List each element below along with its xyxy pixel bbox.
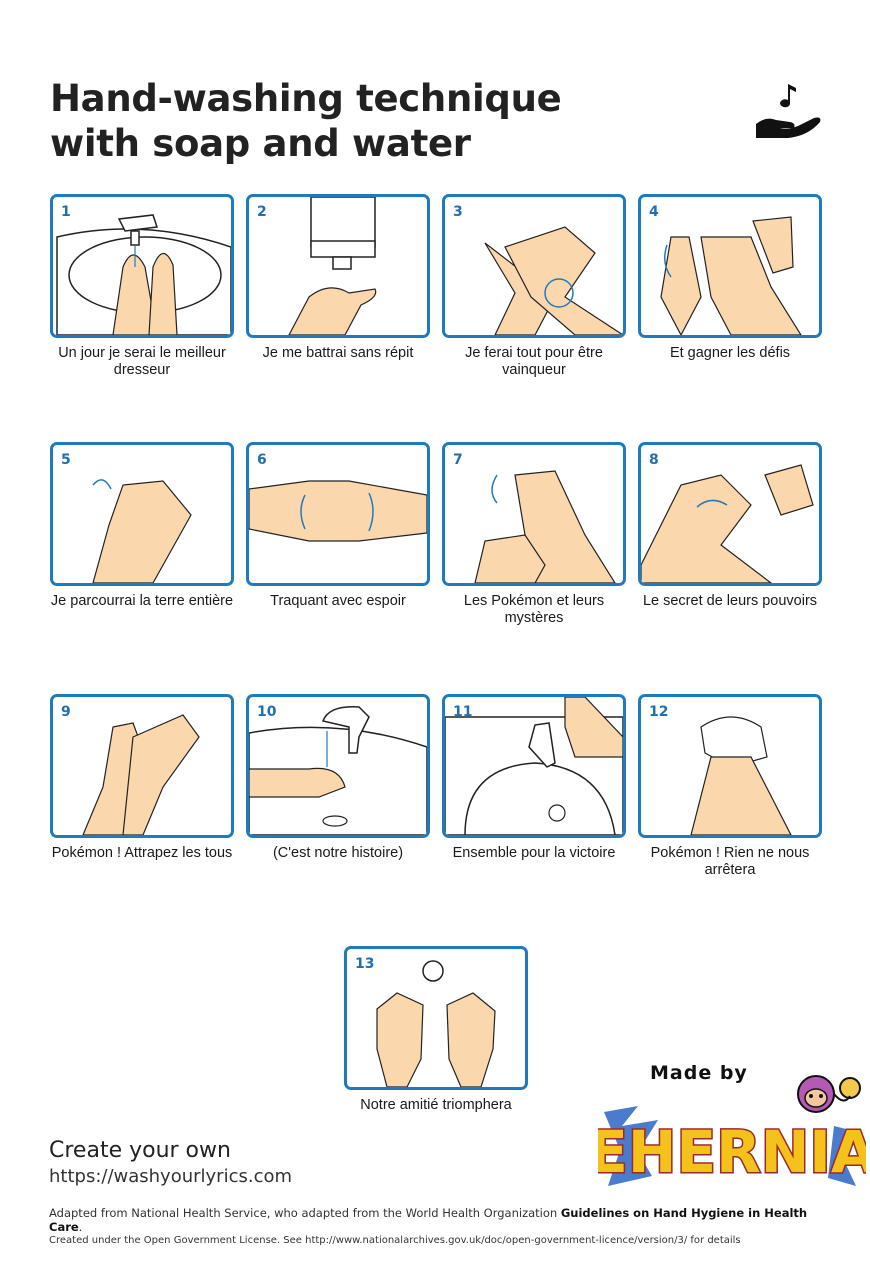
step-caption: (C'est notre histoire) (272, 845, 404, 861)
music-hand-icon (756, 84, 821, 138)
license-text: Created under the Open Government Licens… (49, 1235, 741, 1246)
step-panel: 4 (638, 194, 822, 338)
fingertips-illustration (641, 464, 814, 583)
step-panel: 1 (50, 194, 234, 338)
step-number: 4 (649, 204, 659, 220)
rinse-under-tap-illustration (249, 706, 427, 835)
wet-hands-illustration (56, 214, 231, 335)
thumb-rotation-illustration (474, 470, 616, 583)
step-caption: Un jour je serai le meilleur dresseur (58, 345, 226, 378)
step-panel: 3 (442, 194, 626, 338)
fingers-interlaced-illustration (92, 479, 192, 583)
step-caption: Le secret de leurs pouvoirs (642, 593, 818, 609)
attribution-text: Adapted from National Health Service, wh… (49, 1206, 819, 1234)
page-title: Hand-washing technique with soap and wat… (50, 76, 562, 166)
step-number: 6 (257, 452, 267, 468)
step-caption: Pokémon ! Attrapez les tous (51, 845, 233, 861)
step-panel: 2 (246, 194, 430, 338)
step-caption: Je me battrai sans répit (262, 345, 414, 361)
step-number: 7 (453, 452, 463, 468)
step-caption: Ensemble pour la victoire (452, 845, 616, 861)
step-caption: Notre amitié triomphera (360, 1097, 512, 1113)
title-line-1: Hand-washing technique (50, 77, 562, 120)
step-panel: 9 (50, 694, 234, 838)
rinse-palm-illustration (82, 714, 200, 835)
step-caption: Et gagner les défis (669, 345, 791, 361)
step-panel: 7 (442, 442, 626, 586)
step-number: 8 (649, 452, 659, 468)
brand-logo: EHERNIA (598, 1075, 866, 1188)
turn-off-tap-illustration (445, 697, 623, 835)
dry-with-towel-illustration (690, 716, 792, 835)
step-caption: Les Pokémon et leurs mystères (463, 593, 605, 626)
attribution-prefix: Adapted from National Health Service, wh… (49, 1206, 561, 1220)
step-caption: Pokémon ! Rien ne nous arrêtera (650, 845, 810, 878)
made-by-label: Made by (650, 1062, 748, 1084)
title-line-2: with soap and water (50, 122, 471, 165)
step-panel: 13 (344, 946, 528, 1090)
clean-hands-illustration (376, 960, 496, 1087)
step-number: 2 (257, 204, 267, 220)
step-number: 9 (61, 704, 71, 720)
interlocked-fingers-illustration (249, 480, 427, 542)
site-url-link[interactable]: https://washyourlyrics.com (49, 1166, 293, 1187)
attribution-suffix: . (78, 1220, 83, 1234)
step-panel: 6 (246, 442, 430, 586)
step-panel: 8 (638, 442, 822, 586)
back-of-hands-illustration (660, 216, 802, 335)
step-panel: 10 (246, 694, 430, 838)
step-number: 13 (355, 956, 375, 972)
step-caption: Je ferai tout pour être vainqueur (465, 345, 603, 378)
step-number: 12 (649, 704, 669, 720)
create-your-own-heading: Create your own (49, 1138, 231, 1163)
guidelines-title: Guidelines on Hand Hygiene in Health Car… (49, 1206, 808, 1234)
step-caption: Traquant avec espoir (270, 593, 406, 609)
step-panel: 5 (50, 442, 234, 586)
palm-to-palm-illustration (484, 226, 623, 335)
step-number: 1 (61, 204, 71, 220)
step-number: 10 (257, 704, 277, 720)
step-caption: Je parcourrai la terre entière (50, 593, 234, 609)
step-number: 3 (453, 204, 463, 220)
step-number: 11 (453, 704, 473, 720)
step-panel: 11 (442, 694, 626, 838)
brand-name: EHERNIA (598, 1118, 866, 1186)
soap-dispenser-illustration (288, 197, 377, 335)
step-panel: 12 (638, 694, 822, 838)
step-number: 5 (61, 452, 71, 468)
pokemon-sprite-icon (797, 1075, 861, 1113)
